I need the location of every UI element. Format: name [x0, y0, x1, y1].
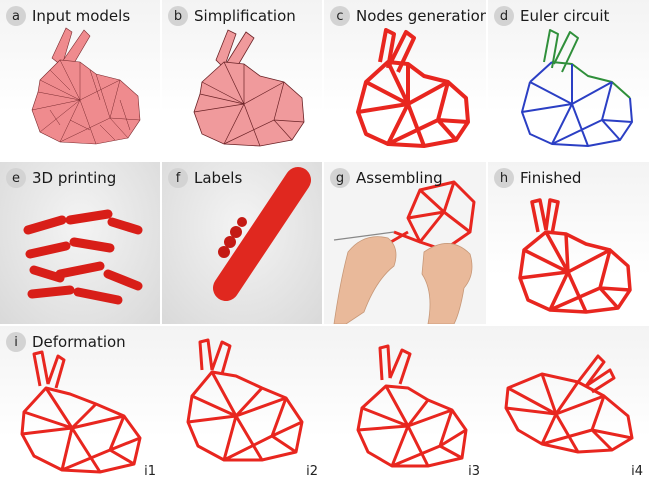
deformed-bunny-i2: [162, 326, 324, 485]
panel-title-3d-printing: 3D printing: [32, 169, 116, 187]
deformation-i2: i2: [162, 326, 324, 485]
deformation-i4: i4: [486, 326, 649, 485]
panel-label-i: i: [6, 332, 26, 352]
panel-title-assembling: Assembling: [356, 169, 443, 187]
deformed-bunny-i4: [486, 326, 649, 485]
panel-euler-circuit: d Euler circuit: [488, 0, 649, 160]
panel-label-b: b: [168, 6, 188, 26]
panel-title-euler-circuit: Euler circuit: [520, 7, 609, 25]
deformation-label-i1: i1: [144, 464, 156, 479]
deformation-i3: i3: [324, 326, 486, 485]
panel-deformation: i Deformation i1 i2: [0, 326, 649, 485]
panel-labels: f Labels: [162, 162, 322, 324]
panel-3d-printing: e 3D printing: [0, 162, 160, 324]
panel-label-f: f: [168, 168, 188, 188]
panel-label-c: c: [330, 6, 350, 26]
panel-label-h: h: [494, 168, 514, 188]
panel-label-g: g: [330, 168, 350, 188]
deformation-label-i4: i4: [631, 464, 643, 479]
panel-input-models: a Input models: [0, 0, 160, 160]
panel-label-e: e: [6, 168, 26, 188]
panel-finished: h Finished: [488, 162, 649, 324]
deformation-label-i2: i2: [306, 464, 318, 479]
panel-title-simplification: Simplification: [194, 7, 296, 25]
deformation-label-i3: i3: [468, 464, 480, 479]
panel-label-d: d: [494, 6, 514, 26]
panel-assembling: g Assembling: [324, 162, 486, 324]
panel-title-nodes-generation: Nodes generation: [356, 7, 486, 25]
deformed-bunny-i3: [324, 326, 486, 485]
panel-title-input-models: Input models: [32, 7, 130, 25]
panel-nodes-generation: c Nodes generation: [324, 0, 486, 160]
panel-simplification: b Simplification: [162, 0, 322, 160]
panel-title-deformation: Deformation: [32, 333, 126, 351]
panel-title-labels: Labels: [194, 169, 242, 187]
panel-label-a: a: [6, 6, 26, 26]
panel-title-finished: Finished: [520, 169, 581, 187]
